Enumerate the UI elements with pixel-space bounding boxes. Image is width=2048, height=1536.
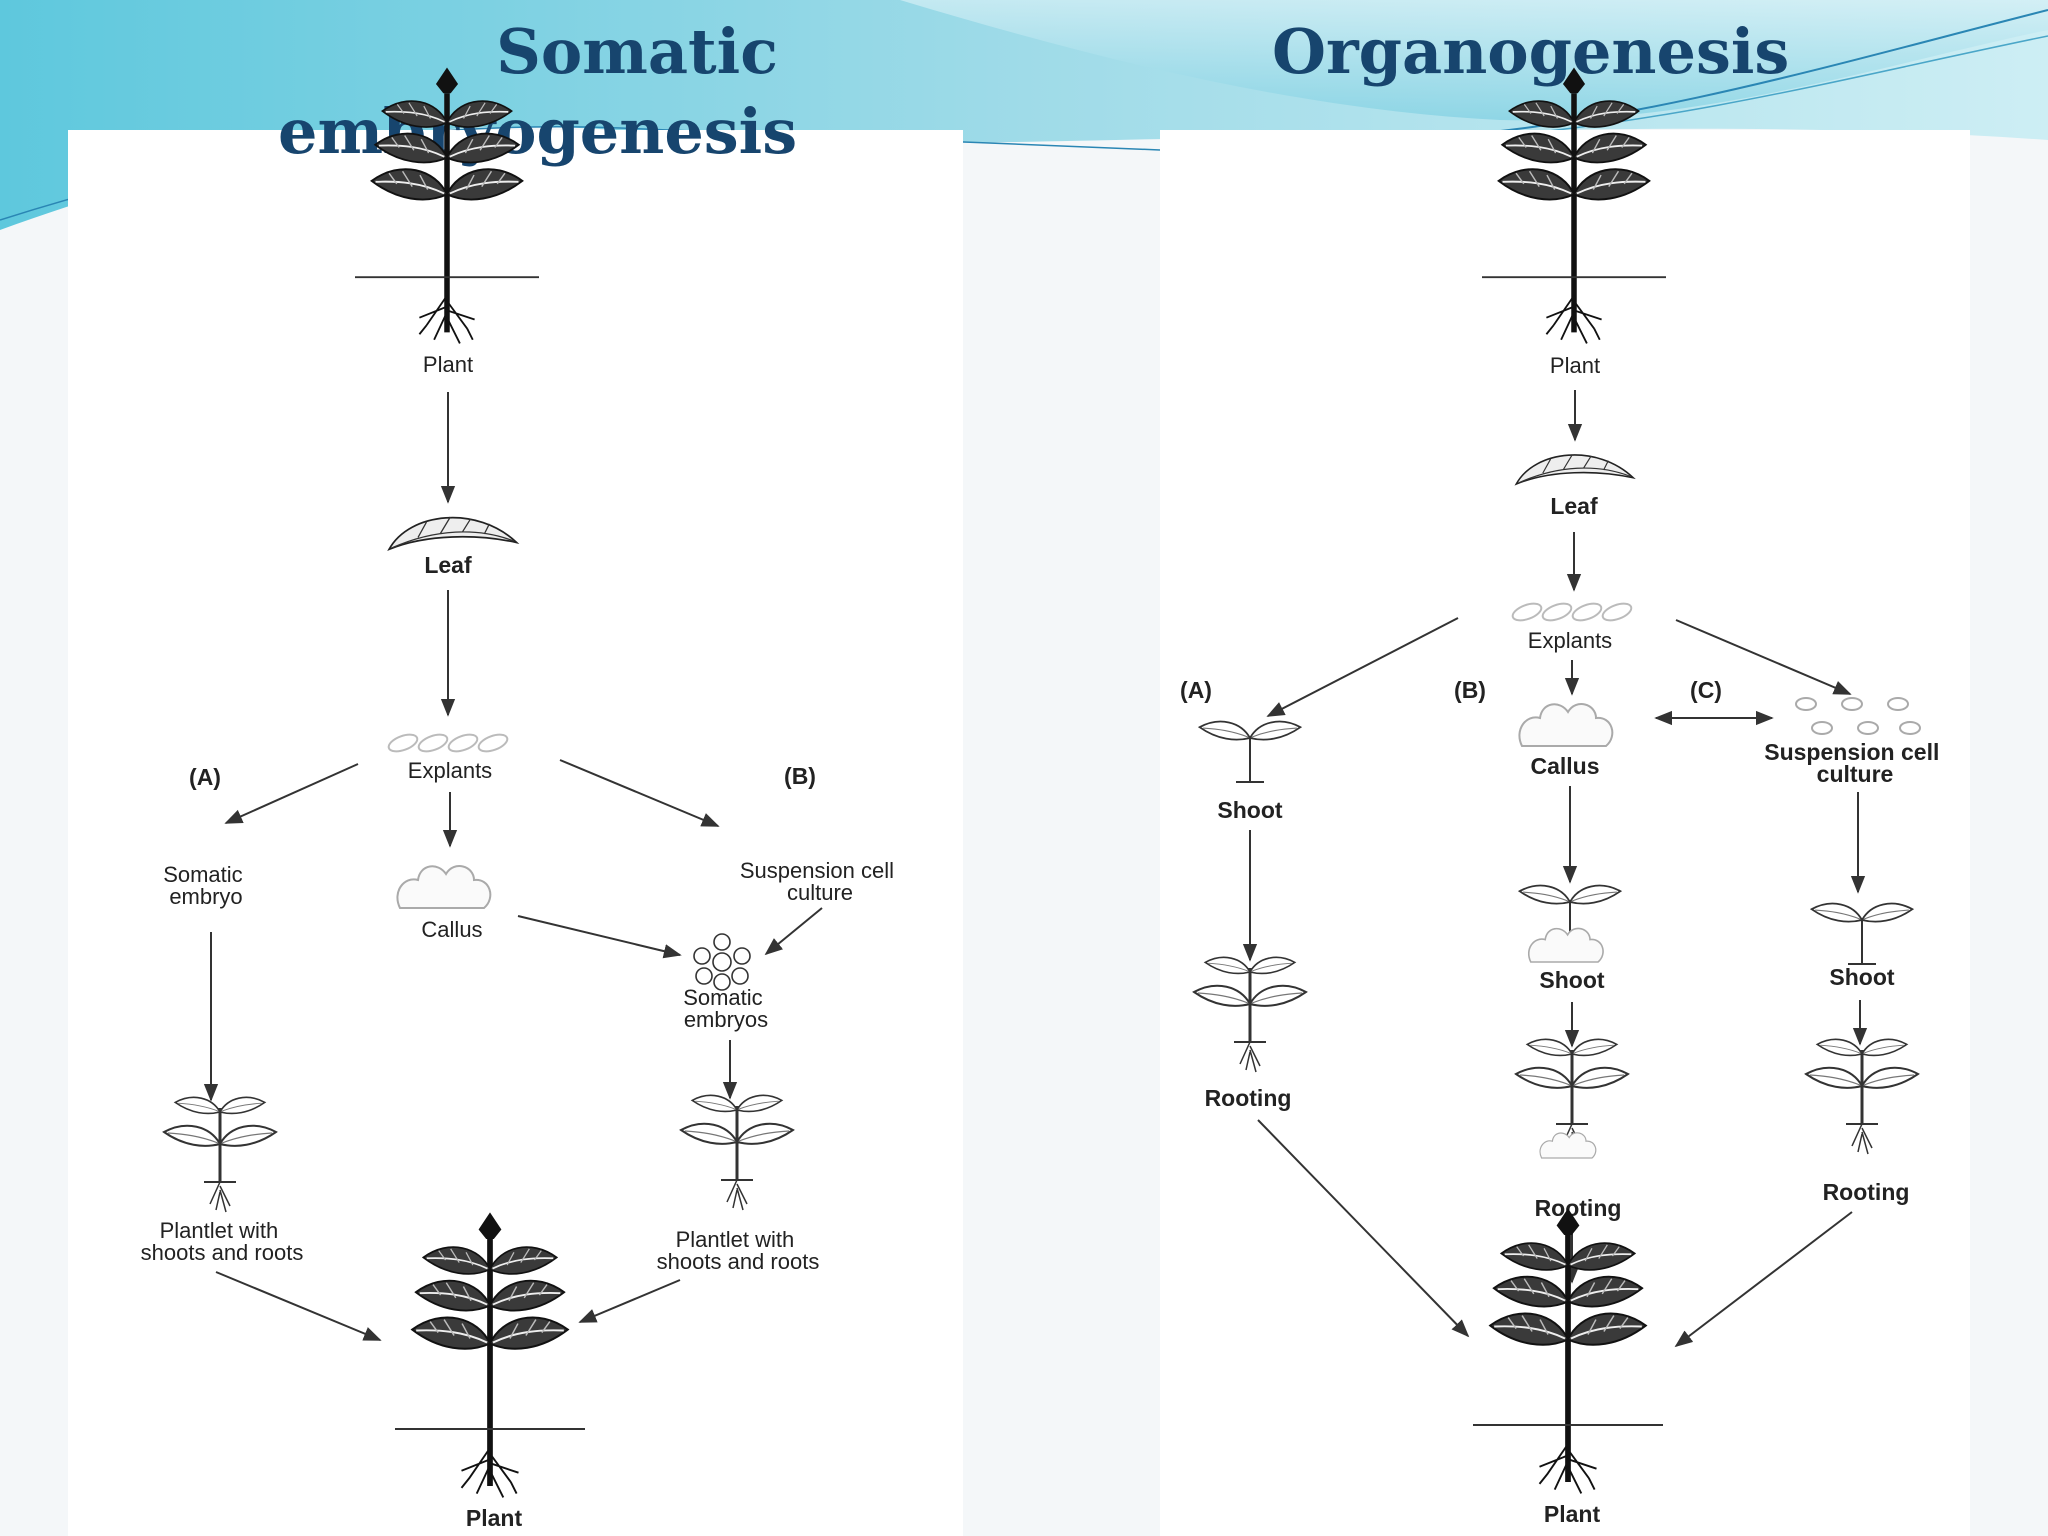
organo-node-rooting-c: Rooting	[1823, 1179, 1910, 1205]
node-leaf: Leaf	[424, 552, 472, 578]
organo-rooting-a-icon	[1194, 957, 1306, 1072]
organo-plant-icon	[1482, 67, 1666, 343]
organo-node-plant-bottom: Plant	[1544, 1501, 1601, 1527]
node-plantlet-right: Plantlet with shoots and roots	[657, 1227, 820, 1274]
arrow-suspension-embryos	[764, 907, 823, 956]
plant-bottom-icon	[395, 1212, 585, 1497]
organo-arrow-explants-shoot	[1266, 617, 1459, 717]
plantlet-left-icon	[164, 1097, 276, 1212]
organo-route-a-label: (A)	[1180, 677, 1212, 703]
organo-explants-icon	[1509, 599, 1635, 625]
organo-node-shoot-a: Shoot	[1217, 797, 1282, 823]
route-a-label: (A)	[189, 764, 221, 790]
organo-node-leaf: Leaf	[1550, 493, 1598, 519]
organo-callus-icon	[1518, 703, 1614, 747]
organo-node-shoot-c: Shoot	[1829, 964, 1894, 990]
arrow-explants-embryo	[224, 763, 359, 824]
organo-arrow-explants-suspension	[1675, 619, 1852, 695]
organo-rooting-b-icon	[1516, 1039, 1628, 1159]
organogenesis-title: Organogenesis	[1272, 15, 1790, 88]
organo-node-suspension-culture: Suspension cell culture	[1764, 739, 1946, 787]
organo-shoot-a-icon	[1200, 722, 1301, 782]
organo-node-explants: Explants	[1528, 628, 1612, 653]
organo-suspension-icon	[1795, 697, 1921, 735]
arrow-explants-suspension	[559, 759, 720, 827]
organo-plant-bottom-icon	[1473, 1208, 1663, 1493]
organo-leaf-icon	[1515, 453, 1635, 485]
explants-icon	[385, 730, 511, 756]
organo-arrow-rooting-a-plant	[1257, 1119, 1470, 1338]
organo-node-callus: Callus	[1530, 753, 1599, 779]
somatic-embryos-icon	[693, 933, 751, 991]
organo-node-rooting-a: Rooting	[1205, 1085, 1292, 1111]
organo-shoot-c-icon	[1812, 904, 1913, 964]
node-plant-top: Plant	[423, 352, 473, 377]
organo-node-rooting-b: Rooting	[1535, 1195, 1622, 1221]
arrow-plantlet-right-plant	[578, 1279, 681, 1323]
arrow-plantlet-left-plant	[215, 1271, 382, 1341]
node-plant-bottom: Plant	[466, 1505, 523, 1531]
plant-icon	[355, 67, 539, 343]
node-explants: Explants	[408, 758, 492, 783]
node-plantlet-left: Plantlet with shoots and roots	[141, 1218, 304, 1265]
organo-node-shoot-b: Shoot	[1539, 967, 1604, 993]
callus-icon	[396, 865, 492, 909]
node-somatic-embryos: Somatic embryos	[683, 985, 769, 1032]
organo-node-plant-top: Plant	[1550, 353, 1600, 378]
node-suspension-culture: Suspension cell culture	[740, 858, 900, 905]
organo-rooting-c-icon	[1806, 1039, 1918, 1154]
route-b-label: (B)	[784, 763, 816, 789]
organo-arrow-rooting-c-plant	[1674, 1211, 1853, 1348]
node-somatic-embryo: Somatic embryo	[163, 862, 249, 909]
organo-shoot-b-icon	[1520, 886, 1621, 963]
arrow-callus-embryos	[517, 915, 682, 959]
leaf-icon	[388, 516, 518, 551]
organo-route-b-label: (B)	[1454, 677, 1486, 703]
node-callus: Callus	[421, 917, 482, 942]
organo-route-c-label: (C)	[1690, 677, 1722, 703]
somatic-embryogenesis-title: Somatic embryogenesis	[278, 15, 798, 168]
plantlet-right-icon	[681, 1095, 793, 1210]
